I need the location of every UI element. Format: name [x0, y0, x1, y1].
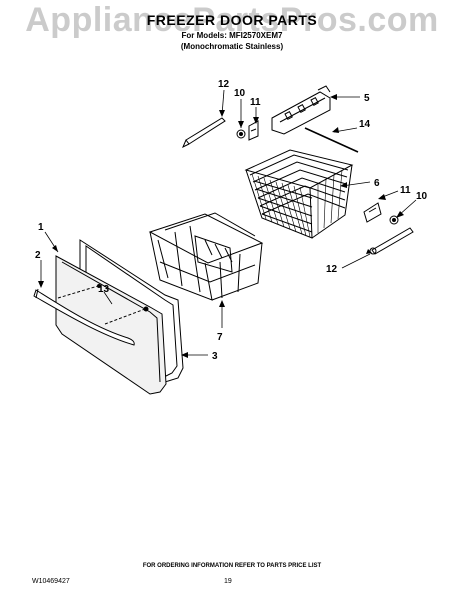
handle-screw: [97, 284, 101, 288]
model-line: For Models: MFI2570XEM7: [181, 31, 283, 40]
callout-10-lower: 10: [416, 191, 428, 202]
slide-rail-lower: [369, 227, 414, 255]
screw-upper: [236, 129, 246, 139]
callout-11-upper: 11: [250, 97, 261, 108]
callout-14: 14: [359, 119, 371, 130]
basket-support-tub: [148, 212, 264, 301]
callout-1: 1: [38, 222, 44, 233]
callout-3: 3: [212, 351, 218, 362]
document-number: W10469427: [32, 578, 70, 585]
page-title: FREEZER DOOR PARTS: [146, 12, 318, 28]
callout-2: 2: [35, 250, 41, 261]
callout-6: 6: [374, 178, 380, 189]
ordering-note: FOR ORDERING INFORMATION REFER TO PARTS …: [142, 563, 322, 569]
callout-12-lower: 12: [326, 264, 338, 275]
clip-upper: [248, 120, 259, 141]
wire-basket-verticals: [251, 169, 343, 238]
callout-10-upper: 10: [234, 88, 246, 99]
callout-7: 7: [217, 332, 223, 343]
wire-basket: [244, 149, 354, 239]
arrowheads: [38, 94, 404, 358]
handle-screw-lines: [57, 285, 146, 325]
page-number: 19: [224, 578, 232, 585]
callout-12-upper: 12: [218, 79, 230, 90]
slide-rail-upper: [182, 117, 226, 149]
handle-screw: [143, 306, 149, 312]
callout-11-lower: 11: [400, 185, 411, 196]
callout-5: 5: [364, 93, 370, 104]
finish-line: (Monochromatic Stainless): [180, 42, 284, 51]
clip-lower: [363, 202, 382, 223]
rail-bracket: [271, 85, 331, 135]
callout-13: 13: [98, 284, 110, 295]
basket-rod: [304, 127, 359, 153]
door-handle: [33, 288, 135, 346]
